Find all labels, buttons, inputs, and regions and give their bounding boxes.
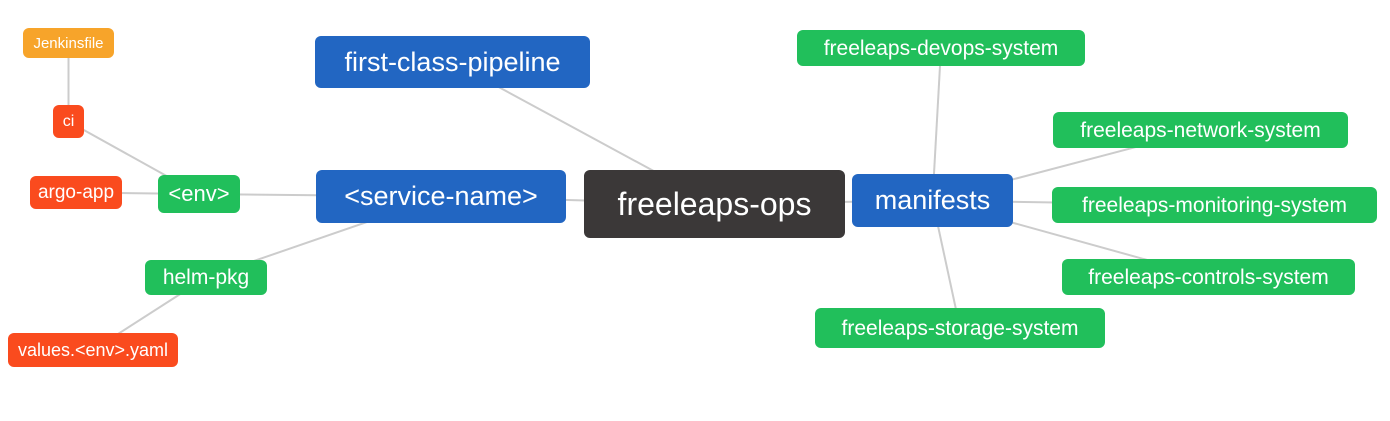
node-argo-app[interactable]: argo-app — [30, 176, 122, 209]
node-ci[interactable]: ci — [53, 105, 84, 138]
node-freeleaps-controls-system[interactable]: freeleaps-controls-system — [1062, 259, 1355, 295]
node-jenkinsfile[interactable]: Jenkinsfile — [23, 28, 114, 58]
node-freeleaps-network-system[interactable]: freeleaps-network-system — [1053, 112, 1348, 148]
node-values-env-yaml[interactable]: values.<env>.yaml — [8, 333, 178, 367]
node-freeleaps-devops-system[interactable]: freeleaps-devops-system — [797, 30, 1085, 66]
node-first-class-pipeline[interactable]: first-class-pipeline — [315, 36, 590, 88]
node-freeleaps-ops[interactable]: freeleaps-ops — [584, 170, 845, 238]
node-helm-pkg[interactable]: helm-pkg — [145, 260, 267, 295]
node-env[interactable]: <env> — [158, 175, 240, 213]
node-manifests[interactable]: manifests — [852, 174, 1013, 227]
node-service-name[interactable]: <service-name> — [316, 170, 566, 223]
node-freeleaps-monitoring-system[interactable]: freeleaps-monitoring-system — [1052, 187, 1377, 223]
node-freeleaps-storage-system[interactable]: freeleaps-storage-system — [815, 308, 1105, 348]
